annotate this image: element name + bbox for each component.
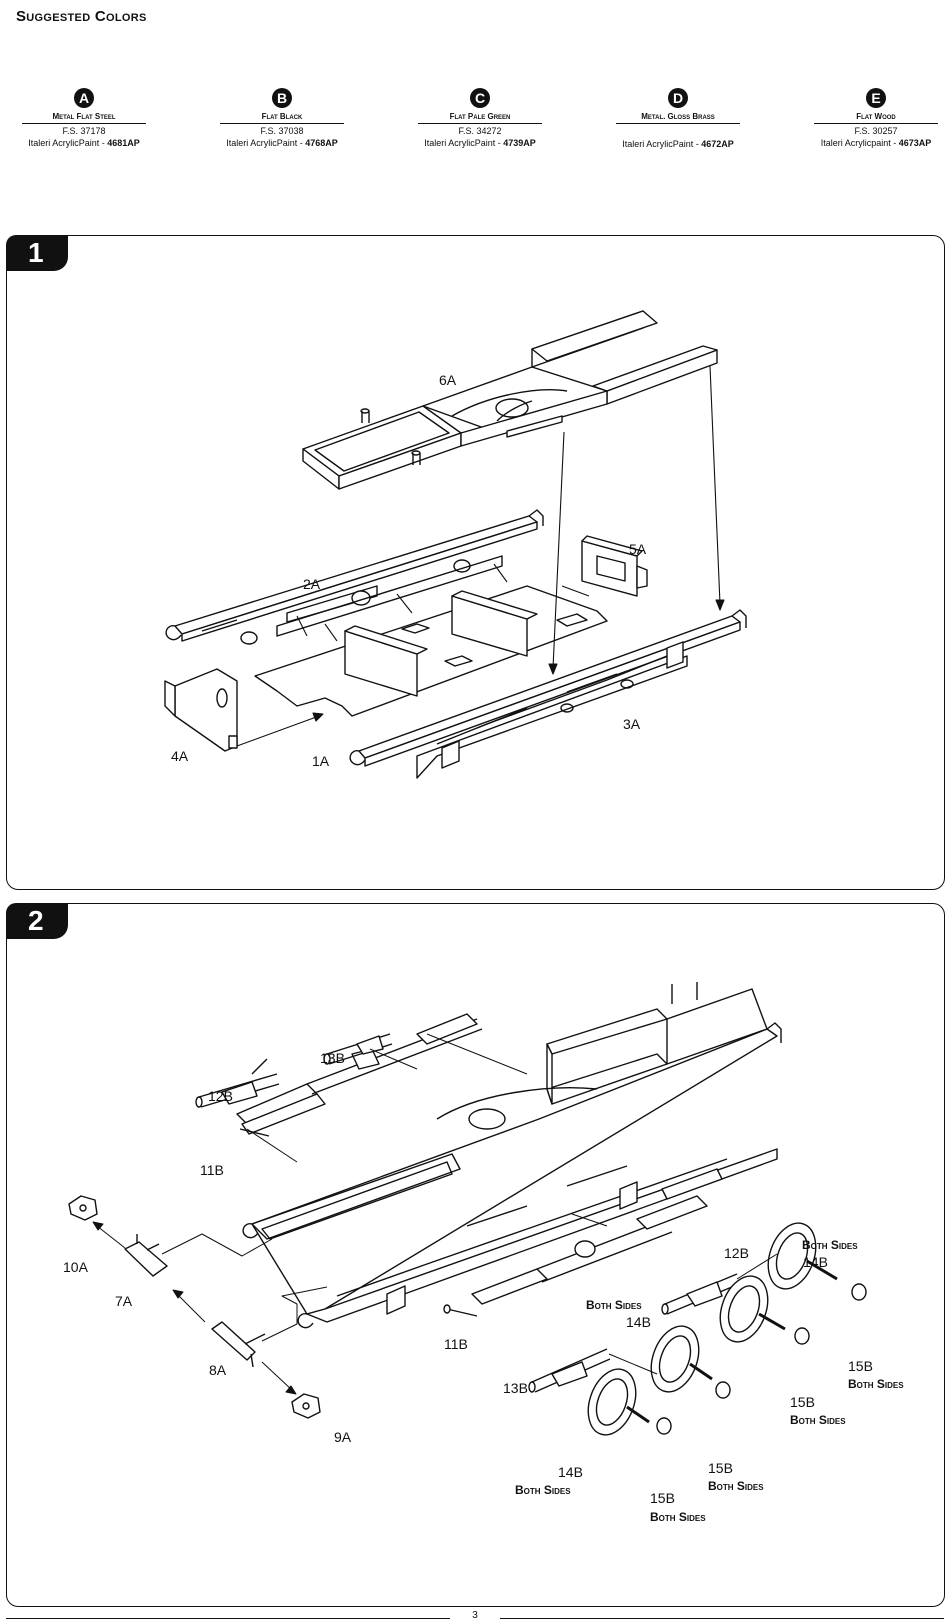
label-14b-b: 14B bbox=[626, 1314, 651, 1330]
step-1-number: 1 bbox=[6, 235, 68, 271]
step-2-panel: 2 bbox=[6, 903, 945, 1607]
label-15b-d: 15B bbox=[650, 1490, 675, 1506]
label-both-sides-5: Both Sides bbox=[515, 1483, 571, 1497]
fs-code: F.S. 37178 bbox=[62, 126, 106, 136]
color-name: Metal Flat Steel bbox=[22, 112, 146, 124]
color-name: Flat Black bbox=[220, 112, 344, 124]
page-number: 3 bbox=[450, 1610, 500, 1621]
color-letter-badge: B bbox=[272, 88, 292, 108]
label-5a: 5A bbox=[629, 541, 647, 557]
part-13b-bottom-drawing bbox=[528, 1348, 611, 1393]
part-12b-top-drawing bbox=[195, 1058, 280, 1108]
wheel-14b-a bbox=[767, 1222, 867, 1301]
color-letter-badge: A bbox=[74, 88, 94, 108]
part-5a-drawing bbox=[581, 535, 648, 597]
color-d: D Metal. Gloss Brass Italeri AcrylicPain… bbox=[612, 88, 744, 149]
label-both-sides-4: Both Sides bbox=[790, 1413, 846, 1427]
color-e: E Flat Wood F.S. 30257 Italeri Acrylicpa… bbox=[810, 88, 942, 148]
part-2a-drawing bbox=[165, 509, 544, 645]
wheel-14b-b bbox=[719, 1275, 810, 1345]
label-11b-top: 11B bbox=[200, 1162, 224, 1178]
label-13b-bottom: 13B bbox=[503, 1380, 528, 1396]
chassis-drawing bbox=[242, 982, 782, 1329]
label-both-sides-7: Both Sides bbox=[650, 1510, 706, 1524]
label-14b-a: 14B bbox=[803, 1254, 828, 1270]
label-15b-c: 15B bbox=[708, 1460, 733, 1476]
wheel-14b-d bbox=[587, 1368, 672, 1436]
assembly-arrows bbox=[236, 365, 725, 747]
paint-ref: Italeri AcrylicPaint - 4681AP bbox=[28, 138, 140, 148]
coupling-lines bbox=[92, 1221, 328, 1395]
paint-ref: Italeri Acrylicpaint - 4673AP bbox=[820, 138, 932, 148]
label-both-sides-3: Both Sides bbox=[848, 1377, 904, 1391]
label-1a: 1A bbox=[312, 753, 330, 769]
paint-ref: Italeri AcrylicPaint - 4672AP bbox=[622, 139, 734, 149]
paint-ref: Italeri AcrylicPaint - 4739AP bbox=[424, 138, 536, 148]
color-letter-badge: E bbox=[866, 88, 886, 108]
color-name: Flat Pale Green bbox=[418, 112, 542, 124]
part-11b-bottom-drawing bbox=[443, 1304, 478, 1317]
part-10a-drawing bbox=[68, 1195, 98, 1221]
color-c: C Flat Pale Green F.S. 34272 Italeri Acr… bbox=[414, 88, 546, 148]
part-3a-drawing bbox=[349, 609, 747, 779]
paint-ref: Italeri AcrylicPaint - 4768AP bbox=[226, 138, 338, 148]
fs-code: F.S. 37038 bbox=[260, 126, 304, 136]
color-b: B Flat Black F.S. 37038 Italeri AcrylicP… bbox=[216, 88, 348, 148]
label-2a: 2A bbox=[303, 576, 321, 592]
step-1-diagram: 6A 5A 2A 3A 4A 1A bbox=[164, 310, 747, 779]
part-6a-drawing bbox=[302, 310, 718, 490]
step-2-number: 2 bbox=[6, 903, 68, 939]
fs-code: F.S. 34272 bbox=[458, 126, 502, 136]
color-name: Flat Wood bbox=[814, 112, 938, 124]
label-15b-b: 15B bbox=[790, 1394, 815, 1410]
part-13b-top-drawing bbox=[323, 1033, 393, 1065]
part-12b-right-drawing bbox=[661, 1273, 740, 1315]
color-name: Metal. Gloss Brass bbox=[616, 112, 740, 124]
label-both-sides-6: Both Sides bbox=[708, 1479, 764, 1493]
label-11b-bottom: 11B bbox=[444, 1336, 468, 1352]
label-both-sides-1: Both Sides bbox=[802, 1238, 858, 1252]
label-4a: 4A bbox=[171, 748, 189, 764]
label-6a: 6A bbox=[439, 372, 457, 388]
color-a: A Metal Flat Steel F.S. 37178 Italeri Ac… bbox=[18, 88, 150, 148]
label-14b-c: 14B bbox=[558, 1464, 583, 1480]
label-both-sides-2: Both Sides bbox=[586, 1298, 642, 1312]
label-12b-top: 12B bbox=[208, 1088, 233, 1104]
step-2-diagram: 13B 12B 11B 10A 7A 8A 9A 11B 13B 12B Bot… bbox=[63, 982, 904, 1524]
color-letter-badge: D bbox=[668, 88, 688, 108]
label-10a: 10A bbox=[63, 1259, 89, 1275]
rear-axle-drawing bbox=[471, 1168, 723, 1305]
front-axle-drawing bbox=[236, 1013, 483, 1135]
color-letter-badge: C bbox=[470, 88, 490, 108]
label-12b-right: 12B bbox=[724, 1245, 749, 1261]
part-7a-drawing bbox=[124, 1234, 168, 1277]
part-8a-drawing bbox=[211, 1321, 266, 1368]
fs-code bbox=[612, 126, 744, 137]
part-4a-drawing bbox=[164, 668, 238, 752]
part-9a-drawing bbox=[291, 1393, 321, 1419]
label-7a: 7A bbox=[115, 1293, 133, 1309]
label-8a: 8A bbox=[209, 1362, 227, 1378]
fs-code: F.S. 30257 bbox=[854, 126, 898, 136]
label-15b-a: 15B bbox=[848, 1358, 873, 1374]
step-1-panel: 1 bbox=[6, 235, 945, 890]
color-legend: A Metal Flat Steel F.S. 37178 Italeri Ac… bbox=[0, 88, 950, 168]
part-11b-top-drawing bbox=[239, 1128, 270, 1137]
suggested-colors-heading: Suggested Colors bbox=[16, 8, 147, 25]
part-1a-drawing bbox=[254, 585, 608, 717]
label-9a: 9A bbox=[334, 1429, 352, 1445]
wheel-14b-c bbox=[650, 1325, 731, 1399]
label-13b-top: 13B bbox=[320, 1050, 345, 1066]
label-3a: 3A bbox=[623, 716, 641, 732]
step-2-arrows bbox=[246, 1033, 778, 1375]
